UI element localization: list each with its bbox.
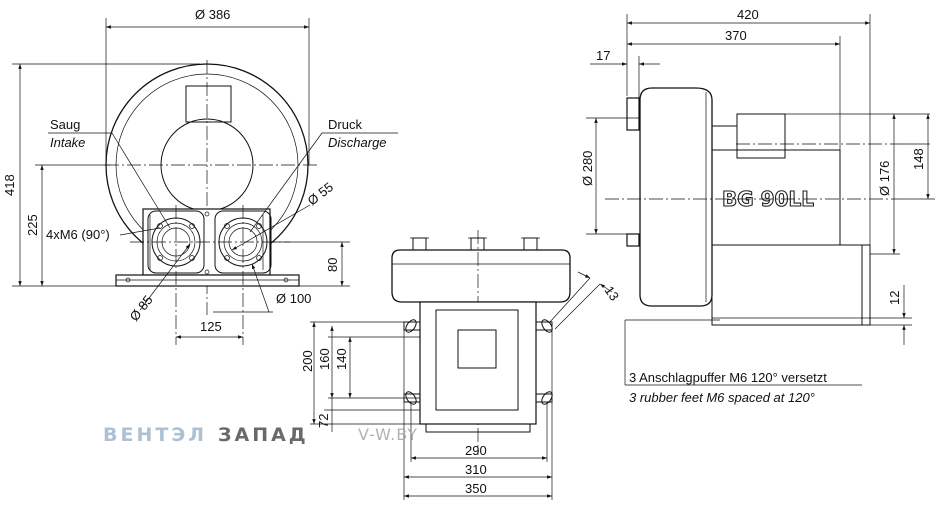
terminal-box — [185, 85, 232, 123]
dim-label: Ø 176 — [877, 161, 892, 196]
dim-label: 310 — [465, 462, 487, 477]
mounting-base — [115, 274, 300, 287]
dim-label: 225 — [25, 214, 40, 236]
feet-note-de: 3 Anschlagpuffer M6 120° versetzt — [629, 370, 827, 385]
bottom-view: 200 160 140 72 290 310 350 13 — [300, 230, 622, 500]
dim-label: 200 — [300, 350, 315, 372]
side-housing — [639, 87, 713, 307]
dim-label: 420 — [737, 7, 759, 22]
discharge-label-de: Druck — [328, 117, 362, 132]
watermark-site: V-W.BY — [358, 425, 418, 444]
dim-label: 140 — [334, 348, 349, 370]
front-view: Ø 386 418 225 80 4xM6 (90°) Saug Intake … — [2, 7, 398, 345]
intake-label-en: Intake — [50, 135, 85, 150]
watermark-brand-1: ВЕНТЭЛ — [103, 424, 207, 446]
dim-label: Ø 386 — [195, 7, 230, 22]
dim-label: 72 — [316, 414, 331, 428]
flange-plate — [626, 97, 640, 131]
dim-label: 160 — [317, 348, 332, 370]
bolt-note: 4xM6 (90°) — [46, 227, 110, 242]
watermark: ВЕНТЭЛ ЗАПАД V-W.BY — [103, 424, 418, 446]
dim-label: 80 — [325, 258, 340, 272]
dim-label: Ø 280 — [580, 151, 595, 186]
dim-label: 290 — [465, 443, 487, 458]
dim-label: 13 — [602, 283, 623, 303]
dim-label: Ø 100 — [276, 291, 311, 306]
dim-label: 125 — [200, 319, 222, 334]
discharge-label-en: Discharge — [328, 135, 387, 150]
dim-label: 148 — [911, 148, 926, 170]
bottom-body — [419, 301, 537, 425]
housing-top — [391, 249, 571, 303]
dim-label: 370 — [725, 28, 747, 43]
dim-label: 418 — [2, 174, 17, 196]
dim-label: 17 — [596, 48, 610, 63]
side-view: BG 90LL 420 370 17 Ø 280 Ø 176 148 — [580, 7, 935, 405]
feet-note-en: 3 rubber feet M6 spaced at 120° — [629, 390, 815, 405]
dim-label: 12 — [887, 291, 902, 305]
intake-label-de: Saug — [50, 117, 80, 132]
side-terminal-box — [736, 113, 786, 159]
dim-label: 350 — [465, 481, 487, 496]
motor-lower — [711, 244, 863, 326]
watermark-brand-2: ЗАПАД — [218, 424, 309, 446]
motor-window — [457, 329, 497, 369]
dim-label: Ø 55 — [305, 179, 336, 208]
